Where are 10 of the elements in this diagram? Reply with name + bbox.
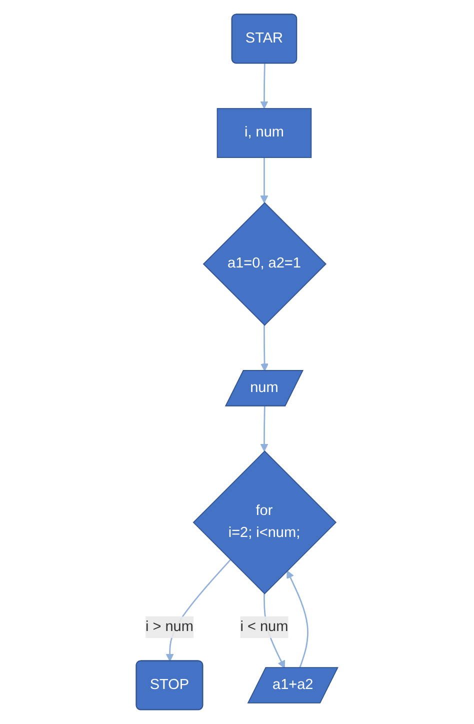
arrow xyxy=(260,158,268,204)
arrow xyxy=(286,570,308,668)
node-box: i, num xyxy=(216,108,312,158)
edge-label: i > num xyxy=(146,619,194,634)
node-diamond: a1=0, a2=1 xyxy=(202,202,327,326)
edge-label: i < num xyxy=(240,619,288,634)
arrow xyxy=(260,64,268,109)
arrow xyxy=(260,406,268,452)
node-diamond: for i=2; i<num; xyxy=(192,450,337,594)
arrow xyxy=(260,325,269,372)
